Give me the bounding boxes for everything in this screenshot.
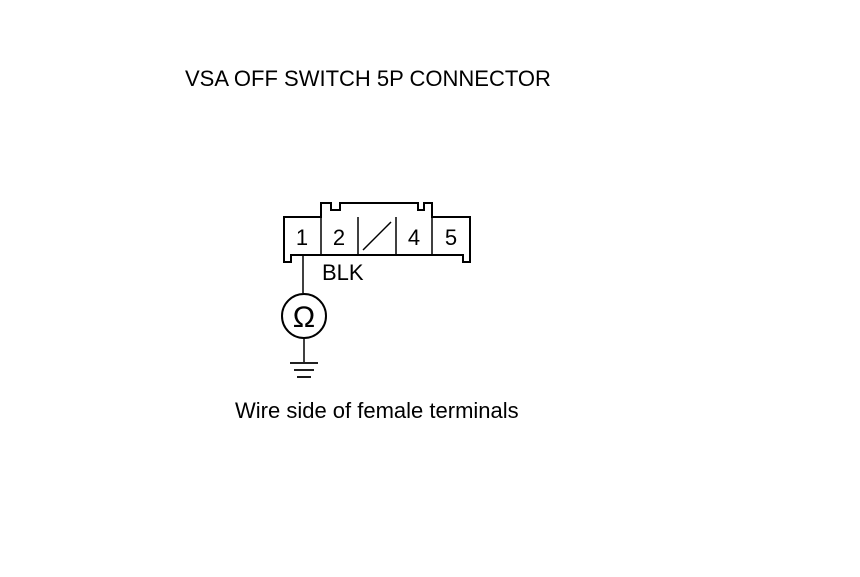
connector-housing <box>283 202 471 263</box>
ground-icon <box>290 362 318 378</box>
pin-label: 4 <box>408 225 420 250</box>
pin-label: 2 <box>333 225 345 250</box>
diagram-title: VSA OFF SWITCH 5P CONNECTOR <box>185 66 551 91</box>
pin-label: 5 <box>445 225 457 250</box>
empty-cavity-mark <box>362 221 392 251</box>
ohm-symbol: Ω <box>293 301 315 334</box>
diagram-caption: Wire side of female terminals <box>235 398 519 423</box>
wire-color-label: BLK <box>322 260 364 285</box>
pin-label: 1 <box>296 225 308 250</box>
